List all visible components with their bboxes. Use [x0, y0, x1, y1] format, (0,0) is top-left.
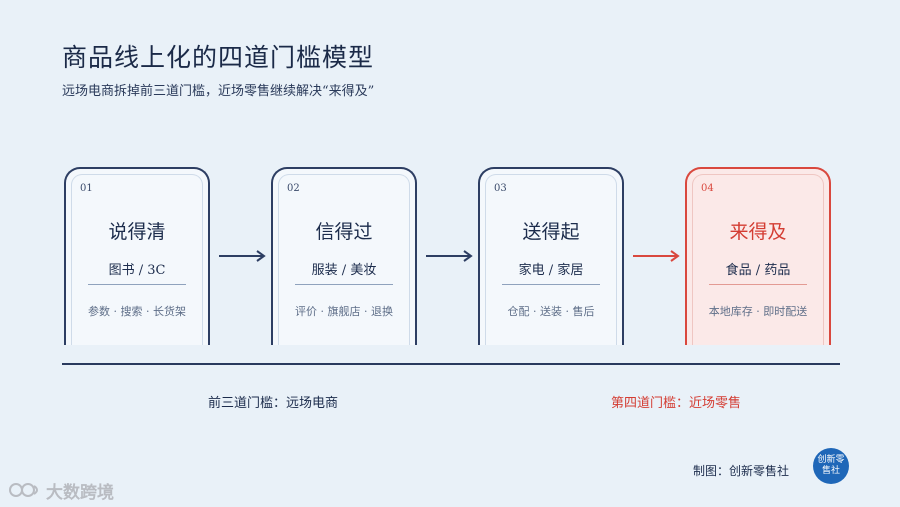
card-name: 来得及 [729, 221, 787, 243]
chart-credit: 制图：创新零售社 [693, 464, 790, 478]
threshold-card-4: 04 来得及 食品 / 药品 本地库存 · 即时配送 [685, 167, 831, 345]
card-inner-border [278, 174, 410, 345]
threshold-card-3: 03 送得起 家电 / 家居 仓配 · 送装 · 售后 [478, 167, 624, 345]
card-category: 服装 / 美妆 [311, 263, 377, 278]
card-features: 仓配 · 送装 · 售后 [507, 305, 595, 318]
card-number: 03 [494, 183, 507, 194]
card-category: 家电 / 家居 [518, 263, 584, 278]
page-subtitle: 远场电商拆掉前三道门槛，近场零售继续解决“来得及” [62, 84, 375, 99]
card-divider [295, 284, 393, 285]
threshold-card-1: 01 说得清 图书 / 3C 参数 · 搜索 · 长货架 [64, 167, 210, 345]
card-name: 信得过 [315, 221, 373, 243]
threshold-card-2: 02 信得过 服装 / 美妆 评价 · 旗舰店 · 退换 [271, 167, 417, 345]
card-inner-border [71, 174, 203, 345]
near-field-label: 第四道门槛：近场零售 [611, 396, 742, 411]
far-field-label: 前三道门槛：远场电商 [208, 396, 339, 411]
card-divider [502, 284, 600, 285]
card-number: 02 [287, 183, 300, 194]
watermark-text: 大数跨境 [46, 482, 114, 503]
card-category: 图书 / 3C [108, 263, 166, 278]
arrow-right-icon [219, 250, 266, 262]
baseline-divider [62, 363, 840, 365]
card-inner-border [692, 174, 824, 345]
card-number: 04 [701, 183, 714, 194]
card-features: 参数 · 搜索 · 长货架 [88, 305, 186, 318]
watermark-logo-icon [9, 483, 38, 497]
card-number: 01 [80, 183, 93, 194]
card-divider [709, 284, 807, 285]
card-name: 说得清 [108, 221, 166, 243]
page-title: 商品线上化的四道门槛模型 [62, 43, 375, 72]
card-divider [88, 284, 186, 285]
card-category: 食品 / 药品 [725, 263, 791, 278]
card-name: 送得起 [522, 221, 580, 243]
card-features: 本地库存 · 即时配送 [708, 305, 808, 318]
card-features: 评价 · 旗舰店 · 退换 [295, 305, 393, 318]
arrow-right-red-icon [633, 250, 680, 262]
brand-logo: 创新零售社 [813, 448, 849, 484]
watermark: 大数跨境 [8, 479, 114, 503]
card-inner-border [485, 174, 617, 345]
arrow-right-icon [426, 250, 473, 262]
